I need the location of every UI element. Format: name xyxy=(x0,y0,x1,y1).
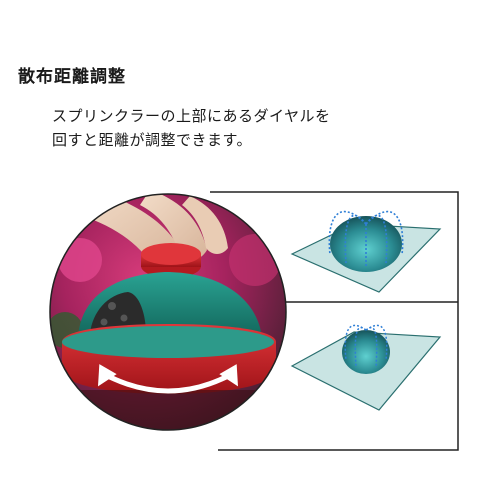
narrow-spray-dome-icon xyxy=(290,324,442,411)
description: スプリンクラーの上部にあるダイヤルを 回すと距離が調整できます。 xyxy=(52,104,331,152)
page-title: 散布距離調整 xyxy=(18,67,126,87)
description-line-1: スプリンクラーの上部にあるダイヤルを xyxy=(52,107,331,125)
spray-panels-frame xyxy=(210,191,459,451)
wide-spray-dome-icon xyxy=(290,210,442,293)
double-headed-curved-arrow-icon xyxy=(98,364,238,394)
description-line-2: 回すと距離が調整できます。 xyxy=(52,131,253,149)
sprinkler-dial-photo xyxy=(49,193,287,431)
